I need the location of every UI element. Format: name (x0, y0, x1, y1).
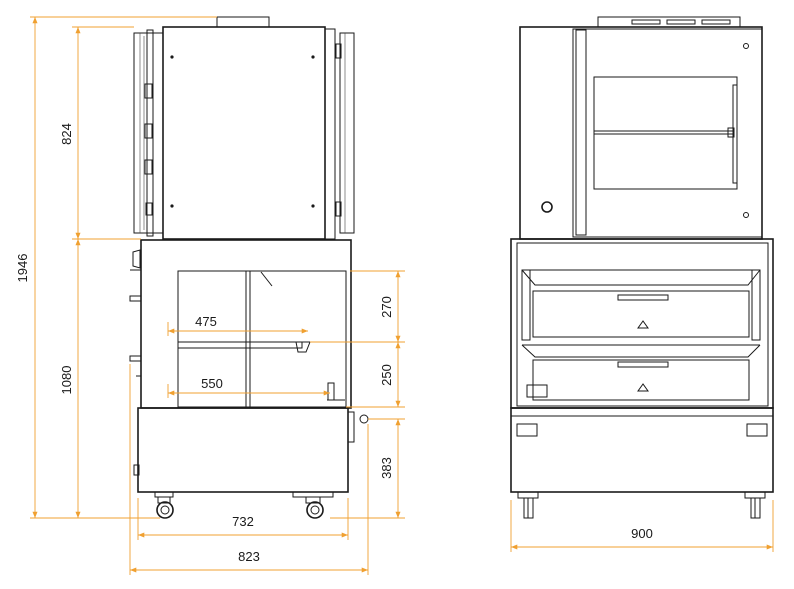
dim-label-width-total: 900 (631, 526, 653, 541)
drawer-handle (617, 361, 669, 368)
dim-label-total-height: 1946 (15, 254, 30, 283)
front-view (510, 16, 774, 519)
triangle-icon (637, 383, 649, 392)
castor-icon (154, 491, 174, 519)
hinge-icon (144, 159, 153, 175)
dim-label-tray-spacing: 270 (379, 296, 394, 318)
control-knob-icon (541, 201, 553, 213)
upper-oven-body (162, 26, 326, 240)
oven-window (593, 76, 738, 190)
hinge-icon (144, 83, 153, 99)
dim-label-lower-height: 1080 (59, 366, 74, 395)
drawer-lower (532, 359, 750, 401)
base-stand (137, 407, 349, 493)
drawer-handle (617, 294, 669, 301)
proofer-front (510, 238, 774, 409)
left-door (133, 32, 164, 234)
dim-label-tray-depth-lower: 550 (201, 376, 223, 391)
castor-icon (744, 491, 766, 519)
base-front (510, 407, 774, 493)
shelf (177, 341, 303, 349)
castor-icon (517, 491, 539, 519)
right-door-frame (324, 28, 336, 240)
castor-icon (292, 491, 334, 519)
dim-label-base-height: 383 (379, 457, 394, 479)
oven-door (572, 28, 763, 238)
dimension-labels: 1946 824 1080 270 250 383 475 550 732 82… (15, 123, 653, 564)
upper-oven-front (519, 26, 763, 240)
hinge-icon (144, 123, 153, 139)
dim-label-depth-total: 823 (238, 549, 260, 564)
triangle-icon (637, 320, 649, 329)
dim-label-upper-height: 824 (59, 123, 74, 145)
drawer-upper (532, 290, 750, 338)
dim-label-tray-depth-upper: 475 (195, 314, 217, 329)
dim-label-shelf-spacing: 250 (379, 364, 394, 386)
side-view (129, 16, 369, 519)
right-door (339, 32, 355, 234)
dimension-lines (30, 16, 774, 575)
dim-label-depth-inner: 732 (232, 514, 254, 529)
